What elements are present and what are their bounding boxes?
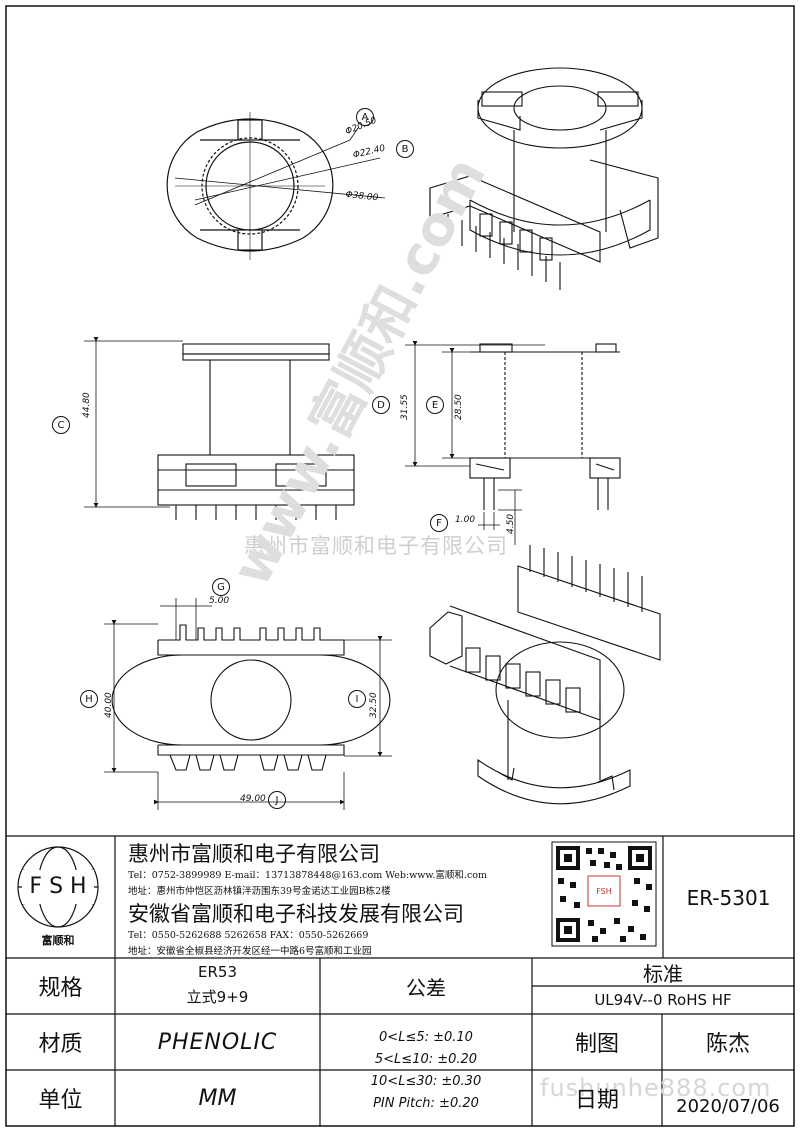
dim-g: 5.00 [209, 596, 230, 606]
label-c: C [52, 416, 70, 434]
label-a: A [356, 108, 374, 126]
tolerance-3: 10<L≤30: ±0.30 [370, 1074, 482, 1089]
iso-view-top [429, 67, 659, 290]
spec-label: 规格 [38, 976, 83, 1001]
dim-h: 40.00 [104, 692, 114, 718]
watermark-company: 惠州市富顺和电子有限公司 [244, 534, 508, 558]
label-d: D [372, 396, 390, 414]
top-view-dims [174, 127, 386, 206]
dim-i: 32.50 [369, 692, 379, 718]
dim-j: 49.00 [240, 794, 266, 804]
date-value: 2020/07/06 [676, 1095, 780, 1117]
company2-tel: Tel：0550-5262688 5262658 FAX：0550-526266… [128, 930, 369, 941]
qr-code [551, 841, 657, 947]
front-view [157, 343, 355, 520]
standard-value: UL94V--0 RoHS HF [594, 991, 732, 1009]
label-j: J [268, 791, 286, 809]
tolerance-label: 公差 [406, 976, 446, 1000]
title-block-grid [6, 835, 794, 1126]
dim-d: 31.55 [400, 394, 410, 420]
company2-name: 安徽省富顺和电子科技发展有限公司 [128, 902, 464, 926]
qr-badge: FSH [596, 886, 612, 896]
label-g: G [212, 578, 230, 596]
label-e: E [426, 396, 444, 414]
tolerance-4: PIN Pitch: ±0.20 [373, 1096, 479, 1111]
top-view [166, 112, 334, 260]
drawn-value: 陈杰 [705, 1032, 750, 1057]
date-label: 日期 [574, 1088, 619, 1113]
side-view [469, 343, 621, 510]
sheet-border [5, 5, 795, 1127]
watermark-url: fushunhe888.com [540, 1074, 772, 1102]
bottom-view-dims [104, 598, 392, 810]
label-f: F [430, 514, 448, 532]
dim-f1: 1.00 [455, 515, 476, 525]
company1-tel: Tel：0752-3899989 E-mail：13713878448@163.… [128, 870, 488, 881]
unit-value: MM [198, 1085, 237, 1111]
dim-e: 28.50 [454, 394, 464, 420]
logo-caption: 富顺和 [41, 934, 75, 947]
iso-view-bottom [429, 545, 661, 805]
unit-label: 单位 [38, 1088, 83, 1113]
label-h: H [80, 690, 98, 708]
dim-c: 44.80 [82, 392, 92, 418]
side-view-dims [405, 341, 545, 545]
material-value: PHENOLIC [157, 1029, 278, 1055]
company2-addr: 地址：安徽省全椒县经济开发区经一中路6号富顺和工业园 [128, 946, 372, 957]
company1-name: 惠州市富顺和电子有限公司 [128, 842, 380, 866]
drawn-label: 制图 [574, 1032, 619, 1057]
spec-line1: ER53 [198, 963, 237, 981]
front-view-dims [84, 337, 183, 508]
label-b: B [396, 140, 414, 158]
standard-label: 标准 [643, 961, 683, 986]
part-number: ER-5301 [686, 886, 771, 910]
spec-line2: 立式9+9 [186, 988, 249, 1006]
company1-addr: 地址：惠州市仲恺区沥林镇泮沥围东39号金诺达工业园B栋2楼 [128, 886, 391, 897]
logo-letters: F S H [22, 870, 94, 904]
label-i: I [348, 690, 366, 708]
material-label: 材质 [38, 1032, 83, 1057]
tolerance-1: 0<L≤5: ±0.10 [379, 1030, 473, 1045]
tolerance-2: 5<L≤10: ±0.20 [374, 1052, 478, 1067]
